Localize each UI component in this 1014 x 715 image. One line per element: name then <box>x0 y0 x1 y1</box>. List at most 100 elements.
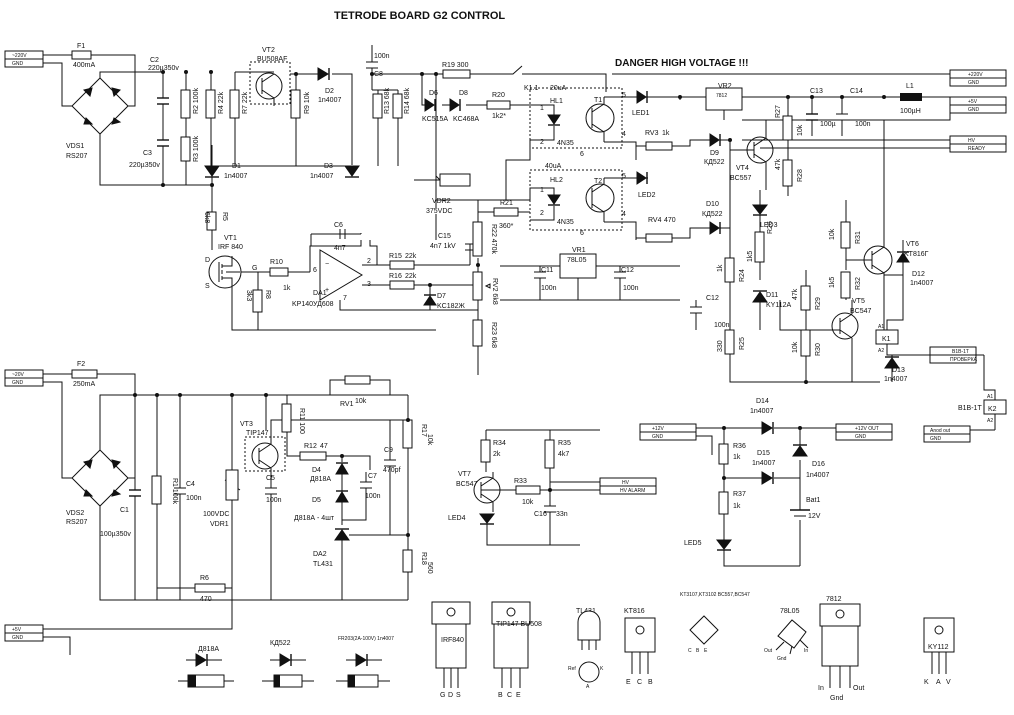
svg-text:5: 5 <box>622 173 626 180</box>
svg-text:1n4007: 1n4007 <box>884 376 907 383</box>
svg-text:V: V <box>946 679 951 686</box>
svg-text:D12: D12 <box>912 271 925 278</box>
svg-text:220µ350v: 220µ350v <box>129 162 160 169</box>
svg-text:FR203(2A-100V) 1n4007: FR203(2A-100V) 1n4007 <box>338 636 394 642</box>
svg-text:R19 300: R19 300 <box>442 62 469 69</box>
svg-text:B: B <box>498 692 503 699</box>
svg-text:R23 6k8: R23 6k8 <box>490 322 497 348</box>
svg-text:E: E <box>516 692 521 699</box>
svg-text:GND: GND <box>968 107 980 113</box>
transistor-vt4: VT4 BC557 <box>730 120 774 190</box>
svg-text:4k7: 4k7 <box>558 451 569 458</box>
svg-text:GND: GND <box>855 434 867 440</box>
svg-text:40uA: 40uA <box>545 163 562 170</box>
svg-text:100µ350v: 100µ350v <box>100 531 131 538</box>
svg-text:VDR1: VDR1 <box>210 521 229 528</box>
svg-text:4: 4 <box>622 211 626 218</box>
svg-text:Anod out: Anod out <box>930 428 951 434</box>
svg-text:100VDC: 100VDC <box>203 511 229 518</box>
svg-text:6k8: 6k8 <box>203 212 210 223</box>
svg-text:RV3: RV3 <box>645 130 659 137</box>
svg-text:1k5: 1k5 <box>829 277 836 288</box>
package-tip147: TIP147 BU508 B C E <box>491 601 542 699</box>
svg-text:K: K <box>600 666 604 672</box>
svg-text:TIP147: TIP147 <box>246 430 269 437</box>
svg-text:HL2: HL2 <box>550 177 563 184</box>
connector-lv-in: ~20V GND <box>4 369 44 387</box>
svg-text:D14: D14 <box>756 398 769 405</box>
svg-text:F1: F1 <box>77 43 85 50</box>
svg-text:R33: R33 <box>514 478 527 485</box>
svg-text:GND: GND <box>968 80 980 86</box>
svg-text:100n: 100n <box>541 285 557 292</box>
svg-text:10k: 10k <box>829 228 836 240</box>
svg-text:D5: D5 <box>312 497 321 504</box>
svg-text:1n4007: 1n4007 <box>806 472 829 479</box>
svg-text:КД522: КД522 <box>702 211 723 218</box>
svg-text:100µH: 100µH <box>900 108 921 115</box>
transistor-vt6: VT6 KT816Г <box>846 120 929 330</box>
svg-text:R1 100k: R1 100k <box>171 478 178 505</box>
connector-out-hv: +220V GND <box>949 69 1007 87</box>
svg-text:47k: 47k <box>775 158 782 170</box>
package-ky112: KY112 K A V <box>923 617 955 686</box>
svg-text:3k3: 3k3 <box>245 290 252 301</box>
package-7812: 7812 In Gnd Out <box>818 596 864 702</box>
svg-text:1n4007: 1n4007 <box>910 280 933 287</box>
transistor-vt5: VT5 BC547 <box>831 298 872 382</box>
svg-text:C14: C14 <box>850 88 863 95</box>
svg-text:D16: D16 <box>812 461 825 468</box>
svg-text:VT7: VT7 <box>458 471 471 478</box>
svg-text:100n: 100n <box>266 497 282 504</box>
svg-text:S: S <box>205 283 210 290</box>
svg-text:GND: GND <box>12 635 24 641</box>
svg-text:B: B <box>696 648 700 654</box>
svg-text:R31: R31 <box>855 231 862 244</box>
svg-text:2: 2 <box>540 210 544 217</box>
svg-text:C6: C6 <box>334 222 343 229</box>
svg-text:4n7 1kV: 4n7 1kV <box>430 243 456 250</box>
svg-text:R37: R37 <box>733 491 746 498</box>
connector-relay2: Anod out GND <box>923 425 971 443</box>
svg-text:1: 1 <box>540 105 544 112</box>
svg-text:D10: D10 <box>706 201 719 208</box>
svg-text:100n: 100n <box>365 493 381 500</box>
svg-text:1n4007: 1n4007 <box>750 408 773 415</box>
svg-text:VDR2: VDR2 <box>432 198 451 205</box>
fuse-f2 <box>71 369 98 379</box>
svg-text:A: A <box>586 684 590 690</box>
svg-text:C8: C8 <box>374 71 383 78</box>
svg-text:R24: R24 <box>739 269 746 282</box>
fuse-f1 <box>71 50 92 60</box>
svg-text:D15: D15 <box>757 450 770 457</box>
svg-text:D13: D13 <box>892 367 905 374</box>
svg-text:VT1: VT1 <box>224 235 237 242</box>
svg-text:R8: R8 <box>264 290 271 299</box>
svg-text:100n: 100n <box>714 322 730 329</box>
svg-text:GND: GND <box>930 436 942 442</box>
svg-text:B1B-1T: B1B-1T <box>952 349 969 355</box>
svg-text:KT816: KT816 <box>624 608 645 615</box>
svg-text:DA2: DA2 <box>313 551 327 558</box>
svg-text:Gnd: Gnd <box>777 656 787 662</box>
package-kt816: KT816 E C B <box>624 608 656 686</box>
svg-text:VDS1: VDS1 <box>66 143 84 150</box>
svg-text:RV4: RV4 <box>648 217 662 224</box>
svg-text:C12: C12 <box>621 267 634 274</box>
svg-text:VT5: VT5 <box>852 298 865 305</box>
svg-text:BC547: BC547 <box>456 481 478 488</box>
svg-text:D9: D9 <box>710 150 719 157</box>
svg-text:1: 1 <box>540 187 544 194</box>
svg-text:D3: D3 <box>324 163 333 170</box>
svg-text:C5: C5 <box>266 475 275 482</box>
inductor-l1 <box>900 93 922 101</box>
svg-text:10k: 10k <box>426 434 433 446</box>
svg-text:22k: 22k <box>405 273 417 280</box>
svg-text:IRF840: IRF840 <box>441 637 464 644</box>
svg-text:R3 100k: R3 100k <box>193 135 200 162</box>
svg-text:VT3: VT3 <box>240 421 253 428</box>
svg-text:+220V: +220V <box>968 72 983 78</box>
svg-text:1k5: 1k5 <box>747 251 754 262</box>
svg-text:C: C <box>688 648 692 654</box>
connector-out-k: +5V GND <box>949 96 1007 114</box>
